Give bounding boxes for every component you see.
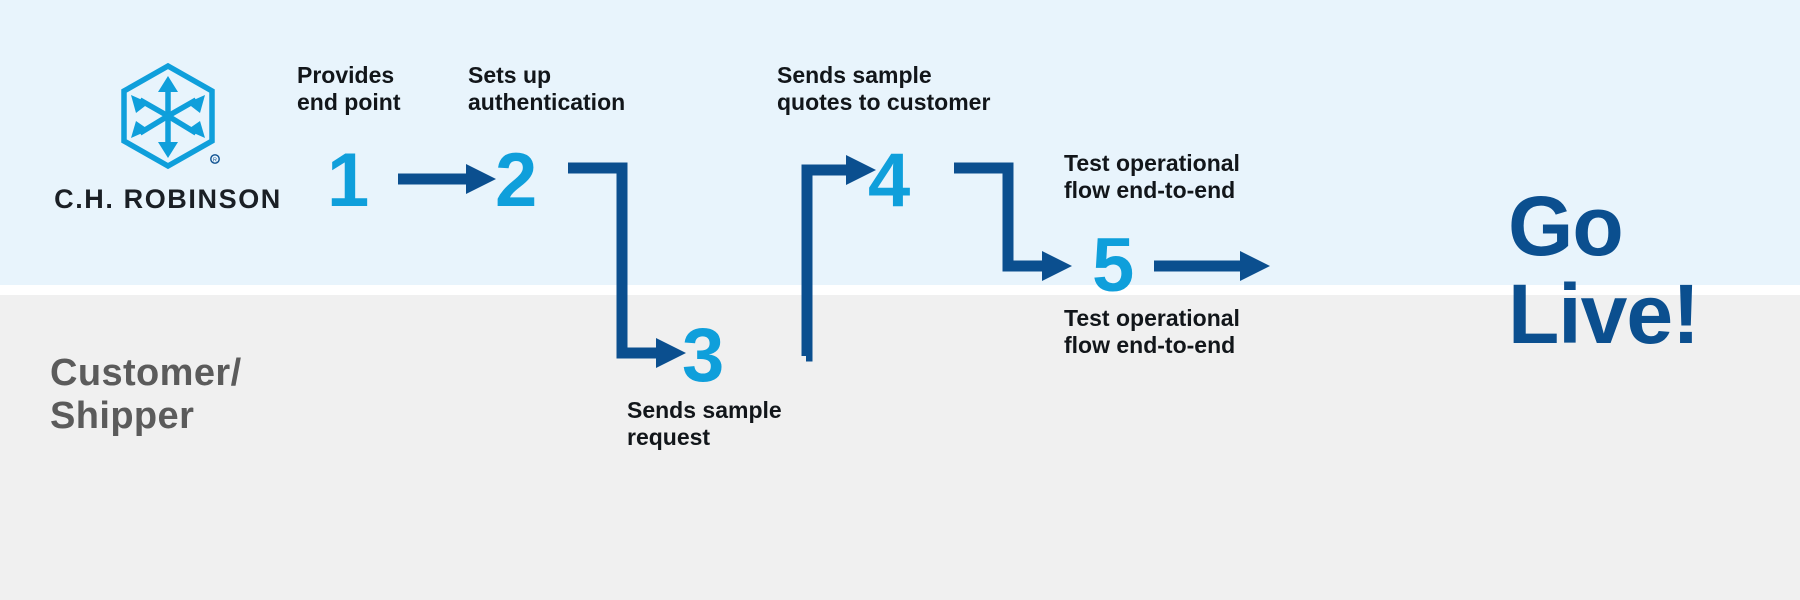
connector-3-to-4: [801, 155, 876, 362]
step-4-caption: Sends sample quotes to customer: [777, 62, 991, 115]
lane-band-customer: [0, 295, 1800, 600]
step-1-caption: Provides end point: [297, 62, 401, 115]
outcome-go-live: Go Live!: [1508, 179, 1700, 362]
step-5-caption-below: Test operational flow end-to-end: [1064, 305, 1240, 358]
step-2-number: 2: [495, 138, 537, 223]
lane-label-customer-shipper: Customer/ Shipper: [50, 352, 242, 437]
lane-band-provider: [0, 0, 1800, 285]
connector-4-to-5: [954, 162, 1072, 281]
svg-text:R: R: [213, 158, 217, 164]
step-3-caption: Sends sample request: [627, 397, 782, 450]
ch-robinson-hexagon-logo-icon: R: [121, 62, 220, 170]
connector-2-to-3: [568, 162, 686, 368]
step-3-number: 3: [682, 313, 724, 398]
step-2-caption: Sets up authentication: [468, 62, 626, 115]
connector-5-to-golive: [1154, 251, 1270, 281]
brand-wordmark: C.H. ROBINSON: [54, 184, 282, 214]
step-5-caption-above: Test operational flow end-to-end: [1064, 150, 1240, 203]
step-5-number: 5: [1092, 223, 1134, 308]
step-4-number: 4: [868, 138, 910, 223]
connector-1-to-2: [398, 164, 496, 194]
step-1-number: 1: [327, 138, 369, 223]
brand-logo: R C.H. ROBINSON: [48, 62, 288, 215]
